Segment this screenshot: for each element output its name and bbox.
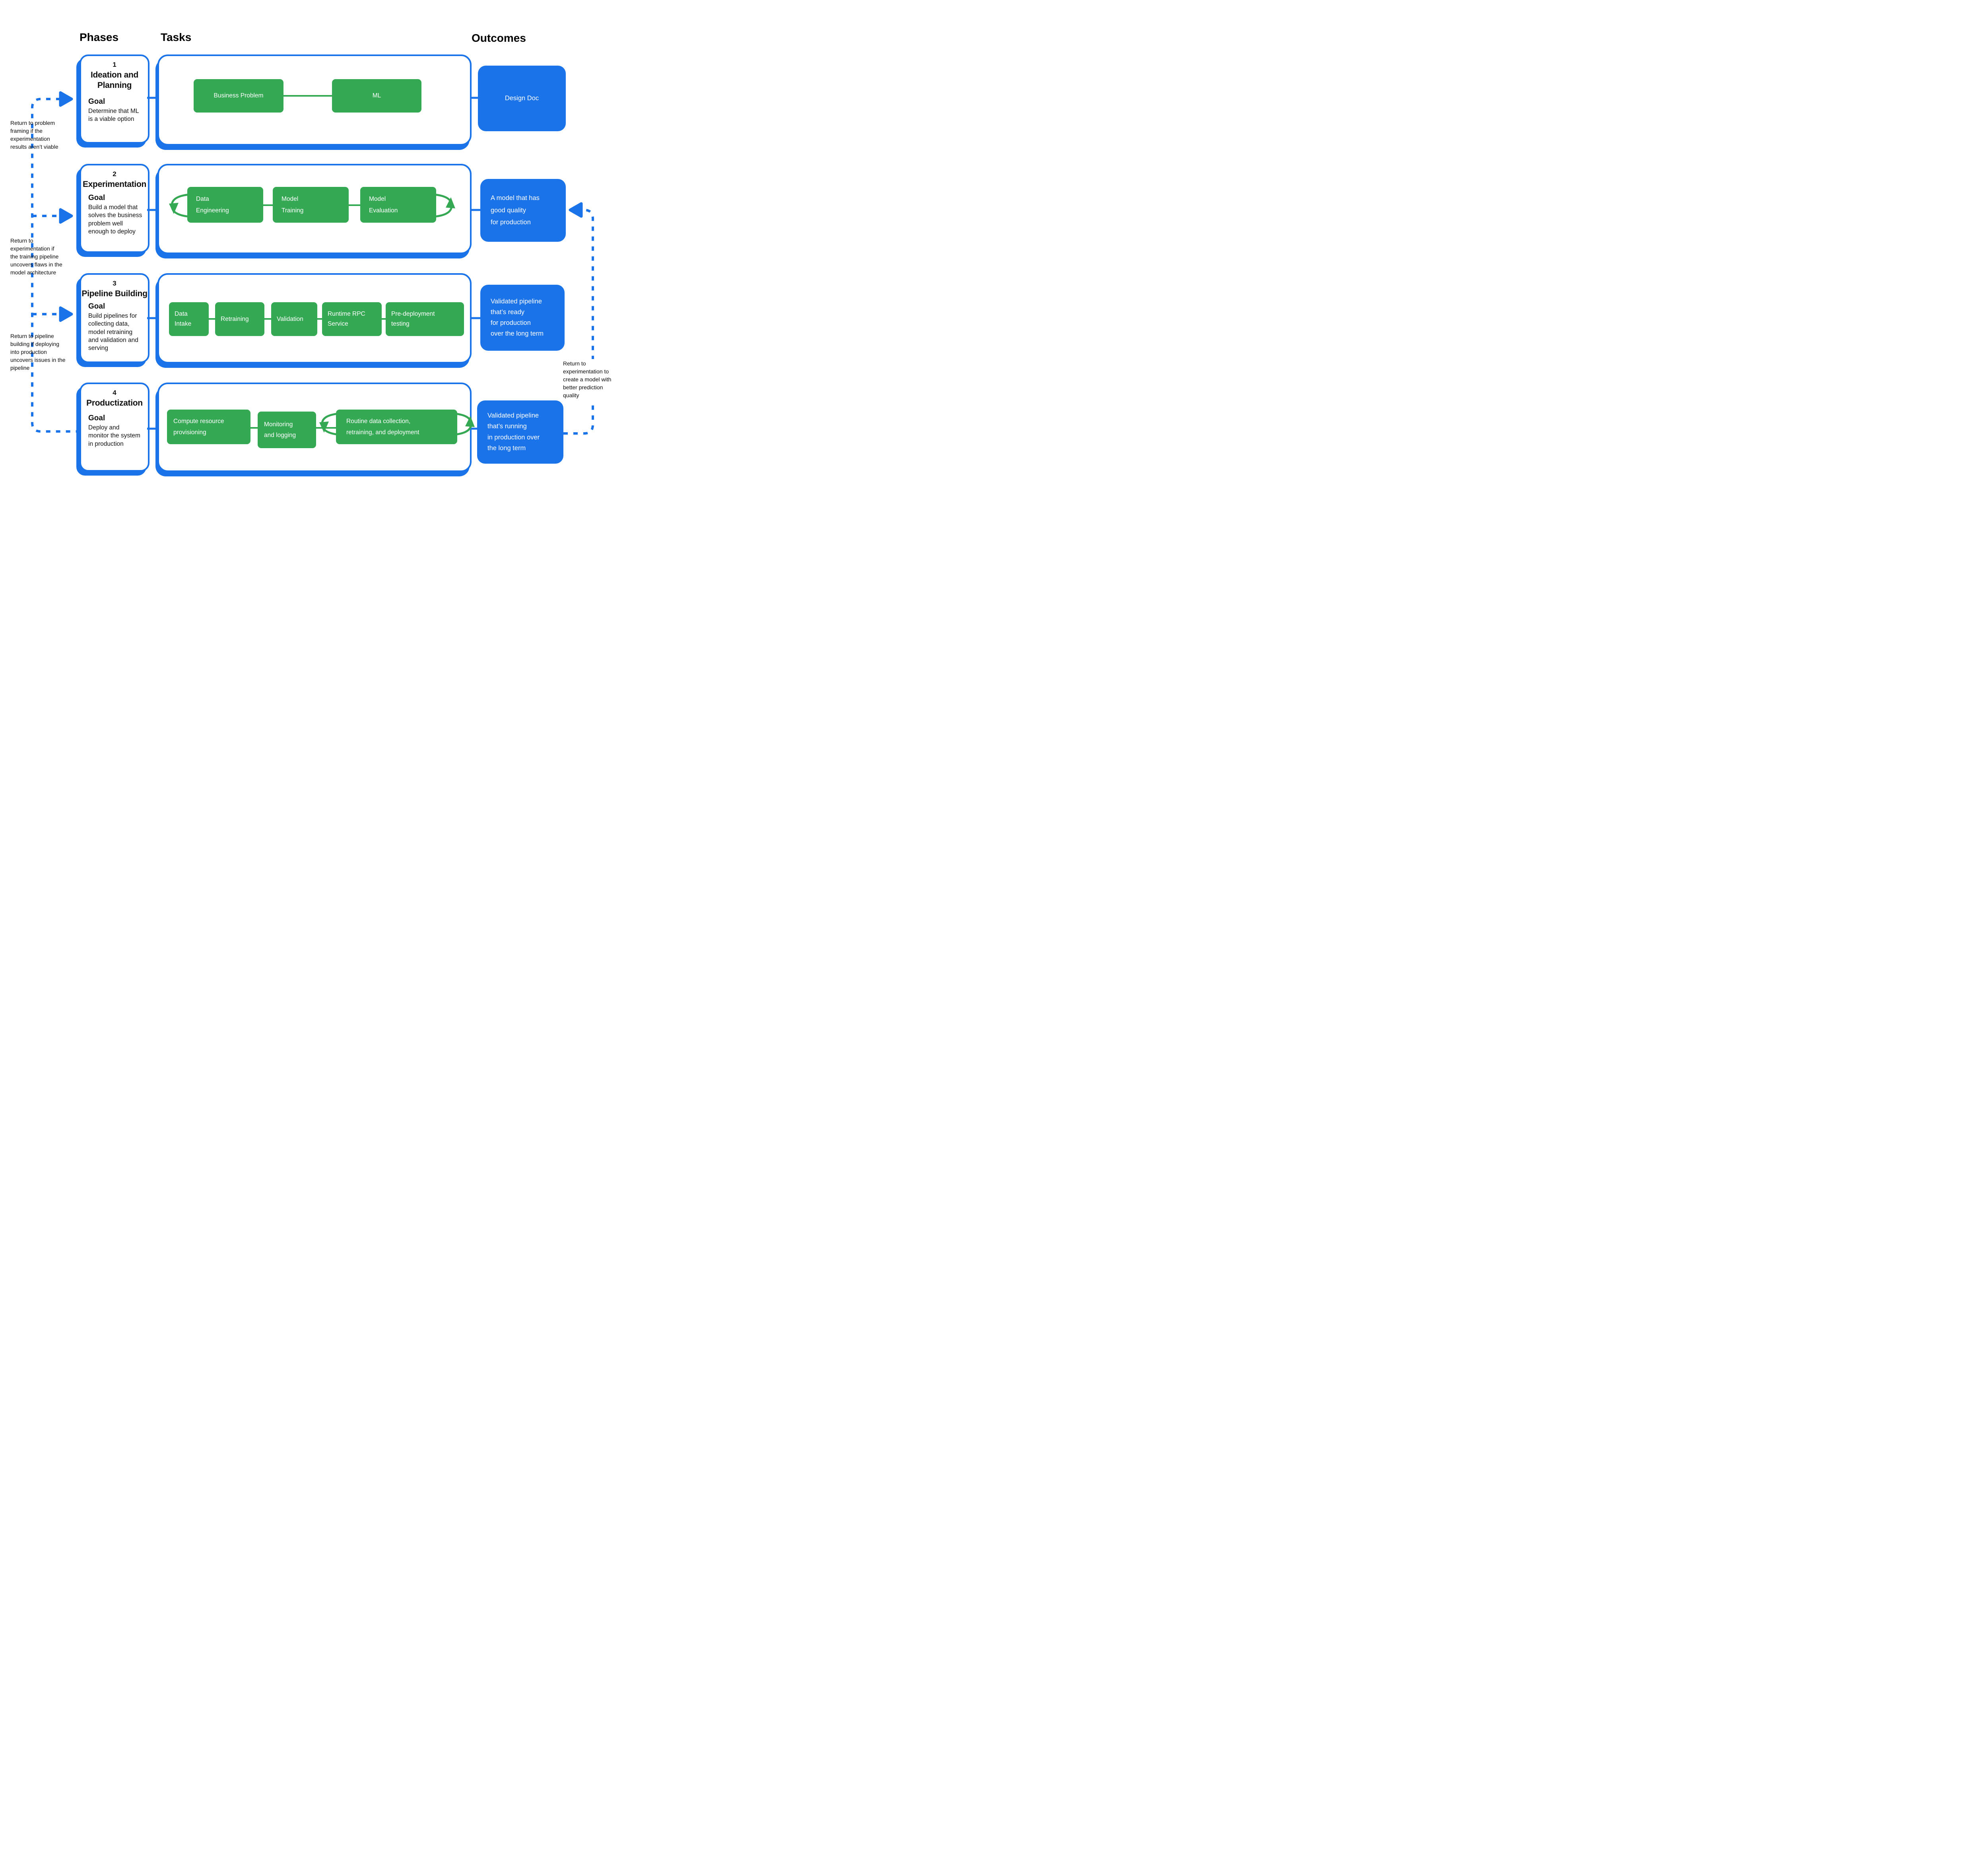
loop-arrowhead-down-icon xyxy=(319,422,329,433)
outcome-validated-pipeline-running: Validated pipeline that’s running in pro… xyxy=(477,400,563,464)
experimentation-loop-arrows xyxy=(169,193,455,218)
task-ml: ML xyxy=(332,79,421,113)
phase-goal: Goal Determine that ML is a viable optio… xyxy=(88,97,144,123)
phase-title: Experimentation xyxy=(82,180,147,189)
goal-label: Goal xyxy=(88,302,105,311)
task-routine-data-collection: Routine data collection, retraining, and… xyxy=(336,410,457,444)
tasks-column-header: Tasks xyxy=(161,31,192,43)
phase-number: 3 xyxy=(113,280,116,287)
task-data-intake: Data Intake xyxy=(169,302,209,336)
task-runtime-rpc-service: Runtime RPC Service xyxy=(322,302,382,336)
task-data-engineering: Data Engineering xyxy=(187,187,263,223)
phase-title: Productization xyxy=(86,398,143,408)
feedback-path-left xyxy=(31,98,80,433)
note-return-to-pipeline-building: Return to pipeline building if deploying… xyxy=(10,333,66,371)
arrowhead-to-phase1-icon xyxy=(59,91,73,107)
goal-text: Determine that ML is a viable option xyxy=(88,107,139,122)
feedback-arrowheads xyxy=(59,91,583,322)
phase-number: 4 xyxy=(113,389,116,396)
phase-number: 2 xyxy=(113,170,116,178)
outcome-model-good-quality: A model that has good quality for produc… xyxy=(480,179,566,242)
goal-label: Goal xyxy=(88,194,105,202)
routine-loop-arrows xyxy=(319,412,475,436)
task-compute-resource-provisioning: Compute resource provisioning xyxy=(167,410,250,444)
ml-lifecycle-diagram: Phases Tasks Outcomes 1 Ideation and Pla… xyxy=(0,0,623,515)
goal-label: Goal xyxy=(88,97,105,106)
phases-column-header: Phases xyxy=(80,31,119,43)
loop-arrowhead-up-icon xyxy=(465,416,475,427)
goal-text: Build pipelines for collecting data, mod… xyxy=(88,313,138,352)
task-connector-lines xyxy=(209,95,386,429)
row-connector-lines xyxy=(147,97,482,430)
note-return-to-experimentation: Return to experimentation if the trainin… xyxy=(10,237,62,276)
task-predeployment-testing: Pre-deployment testing xyxy=(386,302,464,336)
task-model-training: Model Training xyxy=(273,187,349,223)
phase-title: Pipeline Building xyxy=(82,289,148,298)
loop-arrowhead-up-icon xyxy=(446,197,455,208)
phase-goal: Goal Deploy and monitor the system in pr… xyxy=(88,414,144,448)
connector-layer xyxy=(31,91,594,436)
note-return-to-problem-framing: Return to problem framing if the experim… xyxy=(10,120,58,150)
arrowhead-to-outcome2-icon xyxy=(569,202,583,218)
task-monitoring-and-logging: Monitoring and logging xyxy=(258,412,316,448)
task-retraining: Retraining xyxy=(215,302,264,336)
phase-goal: Goal Build pipelines for collecting data… xyxy=(88,302,144,352)
phase-card-productization: 4 Productization Goal Deploy and monitor… xyxy=(80,383,149,472)
note-return-to-experimentation-right: Return to experimentation to create a mo… xyxy=(561,359,623,400)
outcome-validated-pipeline-ready: Validated pipeline that’s ready for prod… xyxy=(480,285,565,351)
outcome-design-doc: Design Doc xyxy=(478,66,566,131)
task-model-evaluation: Model Evaluation xyxy=(360,187,436,223)
feedback-path-right xyxy=(563,209,594,435)
task-business-problem: Business Problem xyxy=(194,79,283,113)
phase-card-experimentation: 2 Experimentation Goal Build a model tha… xyxy=(80,164,149,253)
phase-card-ideation-planning: 1 Ideation and Planning Goal Determine t… xyxy=(80,54,149,144)
arrowhead-to-phase3-icon xyxy=(59,306,73,322)
goal-text: Deploy and monitor the system in product… xyxy=(88,424,140,447)
feedback-paths xyxy=(31,98,594,435)
phase-goal: Goal Build a model that solves the busin… xyxy=(88,194,144,236)
goal-label: Goal xyxy=(88,414,105,423)
arrowhead-to-phase2-icon xyxy=(59,208,73,224)
task-validation: Validation xyxy=(271,302,317,336)
phase-title: Ideation and Planning xyxy=(90,70,139,90)
goal-text: Build a model that solves the business p… xyxy=(88,204,142,235)
phase-number: 1 xyxy=(113,61,116,68)
loop-arrowhead-down-icon xyxy=(169,203,179,214)
outcomes-column-header: Outcomes xyxy=(472,32,526,44)
